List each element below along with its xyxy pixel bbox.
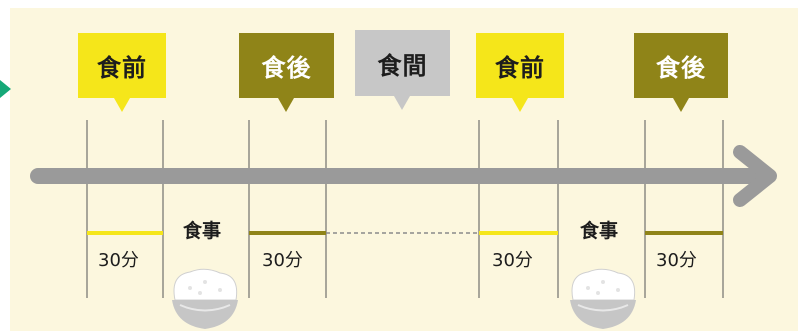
- label-before-meal-2: 食前: [476, 33, 564, 98]
- duration-label: 30分: [492, 250, 533, 271]
- meal-label: 食事: [580, 220, 619, 242]
- label-between-meals: 食間: [355, 30, 450, 96]
- label-pointer: [512, 98, 528, 112]
- duration-label: 30分: [656, 250, 697, 271]
- label-before-meal-1: 食前: [78, 33, 166, 98]
- rice-bowl-icon: [570, 268, 636, 329]
- label-pointer: [278, 98, 294, 112]
- timeline-arrowhead: [733, 145, 777, 207]
- label-after-meal-2: 食後: [634, 33, 728, 98]
- rice-bowl-icon: [172, 268, 238, 329]
- label-pointer: [394, 96, 410, 110]
- label-pointer: [114, 98, 130, 112]
- corner-arrow-icon: [0, 80, 11, 98]
- meal-label: 食事: [183, 220, 222, 242]
- label-after-meal-1: 食後: [239, 33, 334, 98]
- duration-label: 30分: [262, 250, 303, 271]
- duration-label: 30分: [98, 250, 139, 271]
- label-pointer: [673, 98, 689, 112]
